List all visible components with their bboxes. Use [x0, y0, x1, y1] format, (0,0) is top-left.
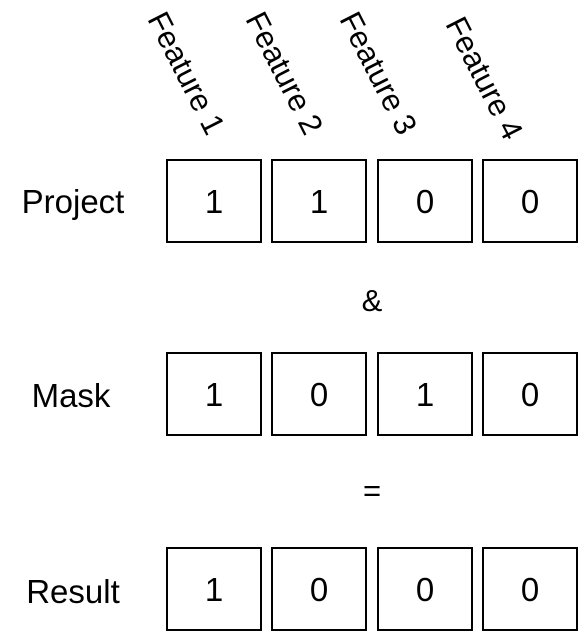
feature-label-2: Feature 2 [238, 6, 331, 141]
result-cell-2: 0 [271, 547, 367, 631]
result-cell-1: 1 [166, 547, 262, 631]
project-cell-3: 0 [377, 159, 473, 243]
equals-operator: = [362, 473, 382, 508]
feature-label-3: Feature 3 [332, 6, 425, 141]
feature-label-4: Feature 4 [438, 11, 531, 146]
feature-label-1: Feature 1 [140, 6, 233, 141]
and-operator: & [361, 283, 383, 318]
mask-cell-2: 0 [271, 352, 367, 436]
project-cell-2: 1 [271, 159, 367, 243]
project-cell-4: 0 [482, 159, 578, 243]
row-label-mask: Mask [31, 377, 111, 414]
row-label-project: Project [21, 183, 125, 220]
row-label-result: Result [26, 573, 120, 610]
mask-cell-4: 0 [482, 352, 578, 436]
mask-cell-1: 1 [166, 352, 262, 436]
result-cell-3: 0 [377, 547, 473, 631]
project-cell-1: 1 [166, 159, 262, 243]
mask-cell-3: 1 [377, 352, 473, 436]
result-cell-4: 0 [482, 547, 578, 631]
